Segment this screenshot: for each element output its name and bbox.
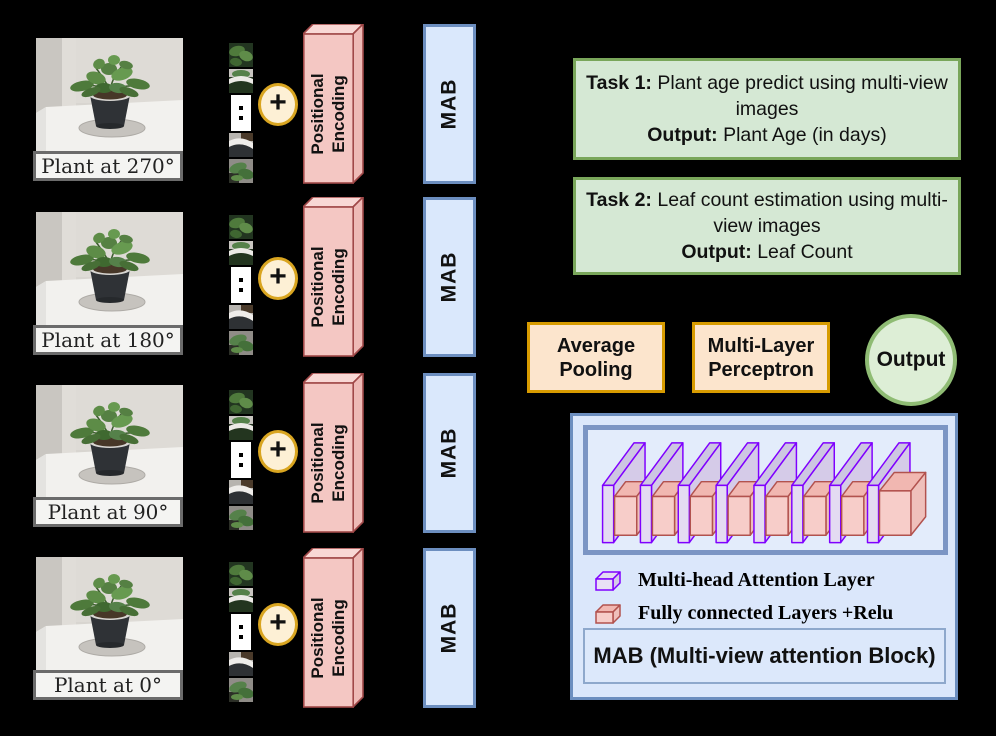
legend-attention: Multi-head Attention Layer xyxy=(595,569,875,592)
patch-column xyxy=(229,215,253,355)
patch-column xyxy=(229,562,253,702)
positional-encoding-label: Positional Encoding xyxy=(307,597,348,679)
patch-tile xyxy=(229,416,253,440)
patch-tile xyxy=(229,562,253,586)
patch-tile xyxy=(229,305,253,329)
mab-block: MAB xyxy=(423,373,476,533)
plant-image-caption: Plant at 270° xyxy=(33,151,183,181)
task1-text: Task 1: Plant age predict using multi-vi… xyxy=(586,71,948,120)
plant-image-caption: Plant at 90° xyxy=(33,497,183,527)
patch-column xyxy=(229,390,253,530)
multi-layer-perceptron-box: Multi-Layer Perceptron xyxy=(692,322,830,393)
plus-glyph: + xyxy=(269,260,287,293)
caption-text: Plant at 270° xyxy=(41,154,175,178)
positional-encoding-label: Positional Encoding xyxy=(307,246,348,328)
mab-block-label: MAB xyxy=(437,602,461,654)
plus-glyph: + xyxy=(269,86,287,119)
task1-output: Output: Plant Age (in days) xyxy=(647,124,887,147)
positional-encoding-box: Positional Encoding xyxy=(303,197,365,357)
attention-stack-box xyxy=(583,425,948,555)
output-node: Output xyxy=(865,314,957,406)
mab-block-label: MAB xyxy=(437,427,461,479)
mab-title-label: MAB (Multi-view attention Block) xyxy=(593,643,936,668)
task1-box: Task 1: Plant age predict using multi-vi… xyxy=(573,58,961,160)
mab-title-box: MAB (Multi-view attention Block) xyxy=(583,628,946,684)
plant-image-caption: Plant at 180° xyxy=(33,325,183,355)
caption-text: Plant at 0° xyxy=(53,673,163,697)
legend-fc-label: Fully connected Layers +Relu xyxy=(638,602,894,624)
plant-image-0 xyxy=(36,557,183,670)
mab-block: MAB xyxy=(423,548,476,708)
patch-tile xyxy=(229,390,253,414)
task2-box: Task 2: Leaf count estimation using mult… xyxy=(573,177,961,275)
positional-encoding-label: Positional Encoding xyxy=(307,422,348,504)
patch-tile xyxy=(229,241,253,265)
patch-tile xyxy=(229,215,253,239)
add-icon: + xyxy=(258,603,298,646)
plant-image-90 xyxy=(36,385,183,498)
ellipsis-tile xyxy=(231,614,251,650)
patch-column xyxy=(229,43,253,183)
caption-text: Plant at 180° xyxy=(41,328,175,352)
patch-tile xyxy=(229,506,253,530)
caption-text: Plant at 90° xyxy=(47,500,169,524)
patch-tile xyxy=(229,331,253,355)
fully-connected-cube-icon xyxy=(595,603,621,624)
add-icon: + xyxy=(258,257,298,300)
plant-image-caption: Plant at 0° xyxy=(33,670,183,700)
legend-fc: Fully connected Layers +Relu xyxy=(595,602,893,625)
patch-tile xyxy=(229,133,253,157)
patch-tile xyxy=(229,652,253,676)
positional-encoding-label: Positional Encoding xyxy=(307,73,348,155)
mab-block: MAB xyxy=(423,197,476,357)
positional-encoding-box: Positional Encoding xyxy=(303,373,365,533)
mab-block-label: MAB xyxy=(437,251,461,303)
task2-text: Task 2: Leaf count estimation using mult… xyxy=(586,188,948,237)
positional-encoding-box: Positional Encoding xyxy=(303,548,365,708)
attention-cube-icon xyxy=(595,570,621,591)
add-icon: + xyxy=(258,430,298,473)
patch-tile xyxy=(229,69,253,93)
mab-block-label: MAB xyxy=(437,78,461,130)
ellipsis-tile xyxy=(231,95,251,131)
patch-tile xyxy=(229,159,253,183)
patch-tile xyxy=(229,678,253,702)
mab-block: MAB xyxy=(423,24,476,184)
attention-stack-graphic xyxy=(601,442,927,544)
plant-image-180 xyxy=(36,212,183,325)
add-icon: + xyxy=(258,83,298,126)
task2-output: Output: Leaf Count xyxy=(681,241,853,264)
plus-glyph: + xyxy=(269,433,287,466)
ellipsis-tile xyxy=(231,267,251,303)
mab-detail-panel: Multi-head Attention Layer Fully connect… xyxy=(570,413,958,700)
patch-tile xyxy=(229,480,253,504)
patch-tile xyxy=(229,588,253,612)
ellipsis-tile xyxy=(231,442,251,478)
average-pooling-box: Average Pooling xyxy=(527,322,665,393)
output-node-label: Output xyxy=(876,348,946,371)
positional-encoding-box: Positional Encoding xyxy=(303,24,365,184)
patch-tile xyxy=(229,43,253,67)
plant-image-270 xyxy=(36,38,183,151)
legend-attention-label: Multi-head Attention Layer xyxy=(638,569,875,591)
plus-glyph: + xyxy=(269,606,287,639)
